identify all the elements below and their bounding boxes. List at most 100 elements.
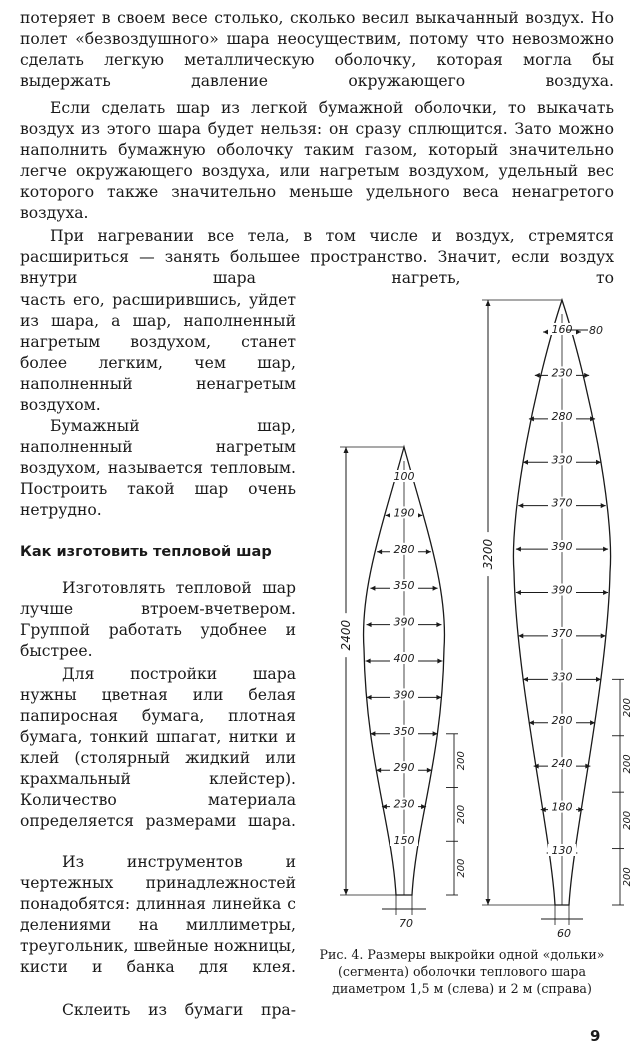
left-gore-spacing-label: 200: [456, 859, 467, 878]
right-gore-width-label: 370: [552, 497, 573, 510]
right-gore-width-label-bg: [548, 626, 576, 639]
right-gore-width-label: 240: [552, 757, 573, 770]
left-gore-width-arrow-right: [425, 549, 431, 555]
right-gore-width-arrow-right: [603, 590, 609, 595]
right-gore-width-label-bg: [548, 366, 576, 379]
right-gore-width-label: 230: [552, 366, 573, 379]
page-number: 9: [590, 1027, 601, 1045]
right-gore-width-arrow-right: [575, 329, 581, 335]
right-gore-width-arrow-right: [595, 676, 601, 682]
right-gore-width-arrow-left: [528, 416, 534, 422]
left-gore-width-arrow-right: [426, 767, 432, 773]
left-gore-width-label: 150: [394, 834, 415, 847]
right-gore-height-label-bg: [480, 532, 496, 577]
left-gore-width-label-bg: [390, 834, 418, 846]
right-gore-width-label: 330: [552, 453, 573, 466]
right-gore-width-label: 390: [552, 584, 573, 597]
left-gore-width-arrow-right: [432, 731, 438, 737]
right-gore-width-label-bg: [548, 800, 576, 813]
left-gore-width-label: 100: [394, 470, 415, 483]
right-gore-width-label-bg: [548, 409, 576, 422]
left-gore-width-arrow-right: [421, 804, 427, 810]
right-gore-width-label: 280: [552, 410, 573, 423]
right-gore-width-arrow-right: [600, 633, 606, 639]
left-gore-width-label: 230: [394, 798, 415, 811]
section-paragraph-3: Из инструментов и чертежных принадлежнос…: [20, 853, 296, 976]
left-gore-width-label: 390: [394, 616, 415, 629]
left-gore-width-label: 290: [394, 761, 415, 774]
left-gore-width-label: 190: [394, 506, 415, 519]
left-gore-width-label-bg: [390, 724, 418, 737]
right-gore-width-label: 370: [552, 627, 573, 640]
right-gore-width-arrow-left: [515, 590, 521, 595]
right-gore-width-arrow-right: [600, 503, 606, 509]
right-gore-width-arrow-right: [603, 546, 609, 552]
gore-pattern-drawing: 1001902803503904003903502902301507024002…: [338, 297, 633, 940]
left-gore-width-label-bg: [390, 506, 418, 519]
left-gore-height-label: 2400: [339, 620, 353, 651]
right-gore-spacing-label: 200: [622, 754, 633, 773]
left-gore-width-label-bg: [390, 652, 418, 664]
left-gore-height-arrow-top: [343, 447, 349, 453]
left-gore-height-arrow-bottom: [343, 889, 349, 895]
right-gore-width-arrow-right: [584, 372, 590, 378]
section-heading: Как изготовить тепловой шар: [20, 544, 272, 560]
left-gore-width-arrow-left: [370, 585, 376, 591]
right-gore-width-arrow-right: [585, 763, 591, 769]
left-gore-width-label-bg: [390, 761, 418, 774]
right-gore-width-label: 160: [552, 323, 573, 336]
right-gore-width-arrow-left: [518, 633, 524, 639]
left-gore-width-arrow-right: [436, 622, 442, 628]
left-gore-width-arrow-left: [381, 804, 387, 810]
right-gore-width-arrow-left: [523, 459, 529, 465]
paragraph-1: потеряет в своем весе столько, сколько в…: [20, 9, 614, 90]
left-gore-width-label: 400: [394, 652, 415, 665]
section-paragraph-2: Для постройки шара нужны цветная или бел…: [20, 665, 296, 830]
right-gore-width-label: 390: [552, 540, 573, 553]
right-gore-width-arrow-left: [533, 763, 539, 769]
left-gore-height-label-bg: [338, 613, 354, 658]
right-gore-width-label: 280: [552, 714, 573, 727]
right-gore-width-arrow-left: [518, 503, 524, 509]
right-gore-bottom-width-label: 60: [557, 927, 571, 940]
left-gore-width-label-bg: [390, 615, 418, 628]
left-gore-width-arrow-left: [365, 658, 371, 664]
right-gore-height-arrow-top: [485, 300, 491, 306]
left-gore-width-label: 350: [394, 725, 415, 738]
paragraph-2: Если сделать шар из легкой бумажной обол…: [20, 99, 614, 222]
right-gore-height-arrow-bottom: [485, 899, 491, 905]
right-gore-width-label-bg: [548, 670, 576, 683]
section-paragraph-1: Изготовлять тепловой шар лучше втроем-вч…: [20, 579, 296, 660]
left-gore-width-arrow-left: [377, 549, 383, 555]
right-gore-width-arrow-right: [590, 416, 596, 422]
left-gore-width-arrow-right: [417, 512, 423, 518]
left-gore-width-label-bg: [390, 688, 418, 701]
right-gore-width-label-bg: [548, 323, 576, 335]
right-gore-width-arrow-right: [578, 807, 584, 813]
figure-caption: Рис. 4. Размеры выкройки одной «дольки» …: [319, 947, 605, 996]
right-gore-width-arrow-right: [590, 720, 596, 726]
left-gore-spacing-label: 200: [456, 751, 467, 770]
left-gore-width-label-bg: [390, 542, 418, 555]
right-gore-width-arrow-left: [543, 329, 549, 335]
left-gore-width-label: 390: [394, 688, 415, 701]
right-gore-width-label: 130: [552, 844, 573, 857]
right-gore-width-label: 330: [552, 670, 573, 683]
left-gore-width-label-bg: [390, 579, 418, 592]
left-gore-width-arrow-left: [385, 512, 391, 518]
right-gore-width-label-bg: [548, 496, 576, 509]
right-gore-spacing-label: 200: [622, 811, 633, 830]
left-gore-width-arrow-left: [376, 767, 382, 773]
paragraph-4: часть его, расширившись, уйдет из шара, …: [20, 291, 296, 414]
right-gore-width-label-bg: [548, 844, 576, 856]
right-gore-top-width-label: 80: [589, 324, 603, 337]
paragraph-5: Бумажный шар, наполненный нагретым возду…: [20, 417, 296, 519]
right-gore-spacing-label: 200: [622, 867, 633, 886]
right-gore-width-label-bg: [548, 757, 576, 770]
right-gore-width-arrow-left: [523, 676, 529, 682]
right-gore-width-arrow-right: [595, 459, 601, 465]
right-gore-width-arrow-left: [540, 807, 546, 813]
right-gore-width-label-bg: [548, 583, 576, 596]
left-gore-width-arrow-left: [366, 694, 372, 700]
